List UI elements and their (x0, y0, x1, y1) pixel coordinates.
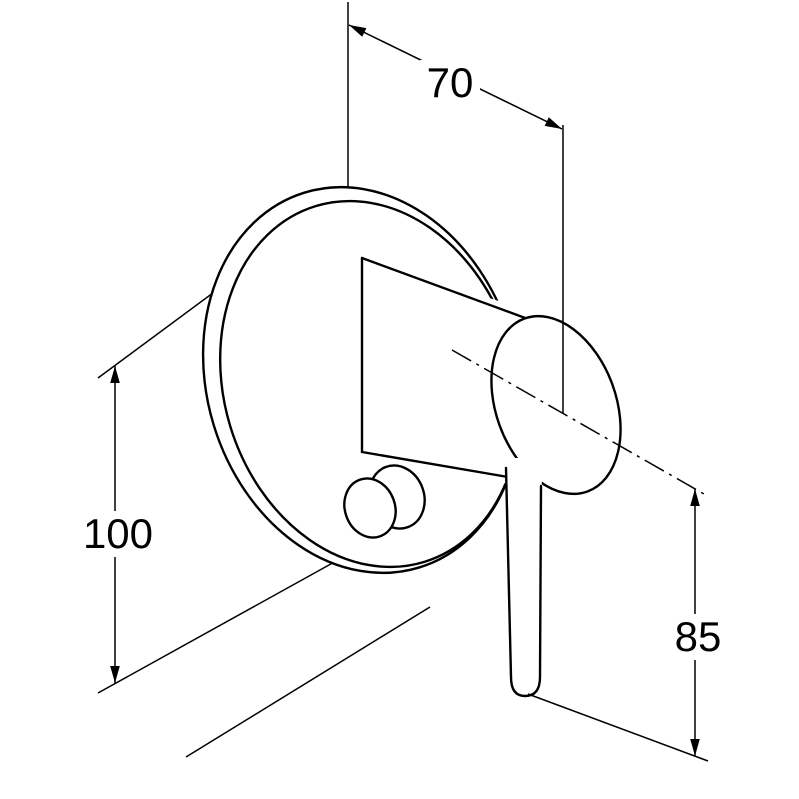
lower-tangent-line (185, 606, 431, 758)
dimension-lever-arrow-top (690, 489, 700, 506)
dimension-height-arrow-bottom (110, 666, 120, 683)
center-axis-line (451, 349, 705, 495)
dimension-lever-label: 85 (675, 613, 722, 660)
lever-rod (504, 466, 543, 698)
dimension-height-label-mask (80, 511, 156, 557)
height-bottom-extension-line (97, 559, 339, 694)
cylinder-top-edge (360, 256, 530, 321)
dimension-height-label: 100 (83, 510, 153, 557)
dimension-depth-label-mask (420, 60, 480, 106)
lever-rod-fill (505, 458, 542, 696)
cylinder-bottom-edge (360, 450, 510, 479)
diverter-knob-face (343, 477, 397, 539)
dimension-depth-arrow-end (544, 117, 562, 129)
cylinder-face (490, 314, 622, 496)
dimension-lever-arrow-bottom (690, 739, 700, 756)
dimension-height-arrow-top (110, 366, 120, 383)
dimension-depth-arrow-start (349, 25, 367, 37)
lever-bottom-extension-line (527, 693, 709, 762)
dimension-depth-label: 70 (427, 59, 474, 106)
dimension-lever-label-mask (666, 614, 730, 660)
